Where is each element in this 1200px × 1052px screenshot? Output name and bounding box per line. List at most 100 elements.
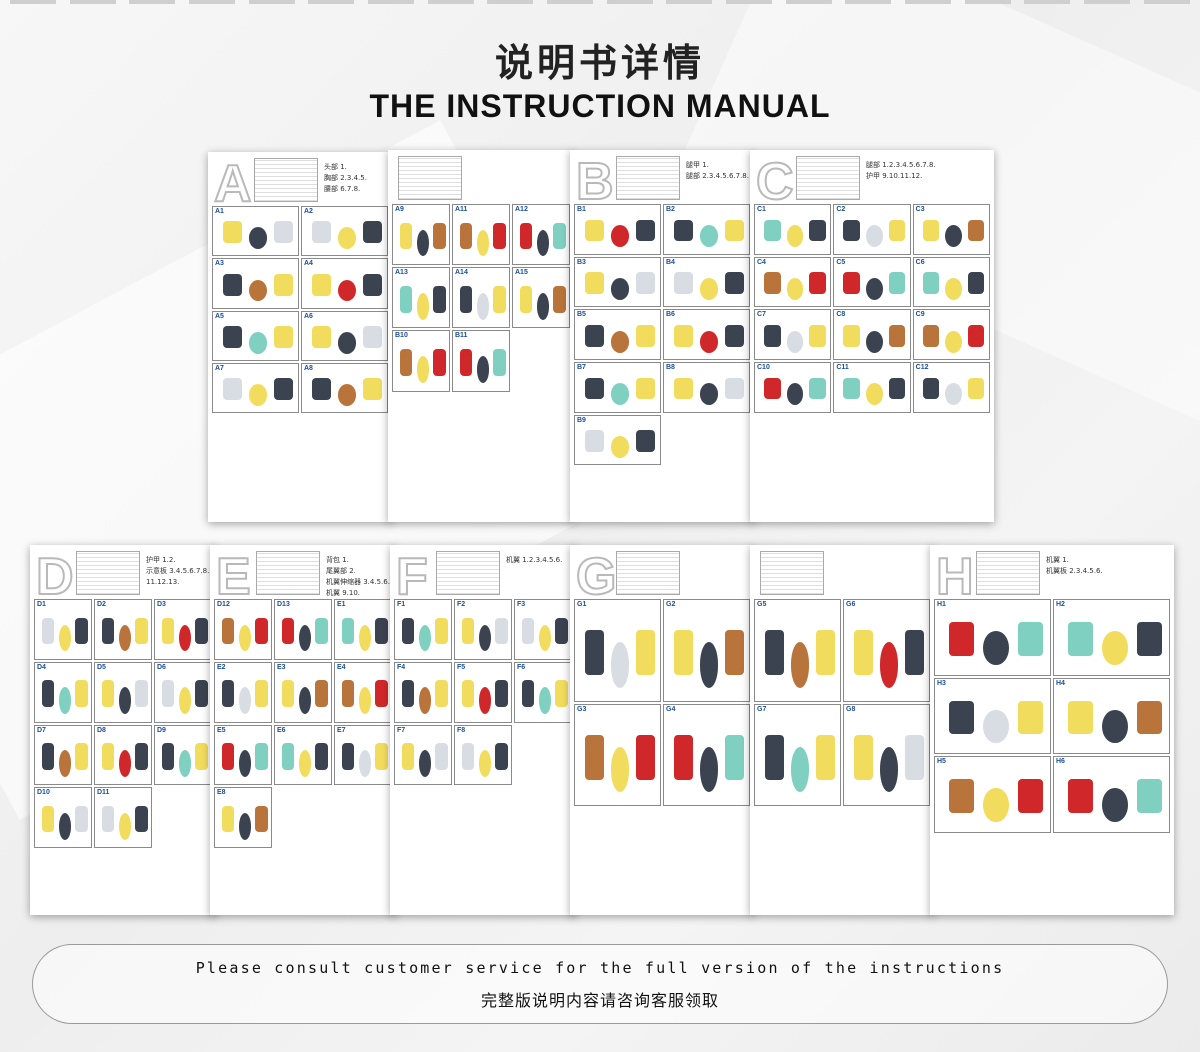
step-label: F7 (397, 726, 406, 734)
section-contents-line: 护甲 9.10.11.12. (866, 172, 923, 180)
model-part-illustration (135, 680, 148, 707)
model-part-illustration (416, 293, 429, 320)
model-part-illustration (58, 624, 71, 652)
model-part-illustration (435, 743, 448, 770)
model-part-illustration (58, 687, 71, 714)
model-part-illustration (922, 324, 940, 347)
page-title-en: THE INSTRUCTION MANUAL (369, 88, 831, 124)
model-part-illustration (375, 617, 388, 645)
model-part-illustration (888, 324, 906, 347)
model-part-illustration (905, 630, 924, 676)
step-label: C9 (915, 311, 925, 319)
step-label: A5 (215, 312, 224, 320)
model-part-illustration (41, 806, 55, 833)
step-label: A14 (455, 269, 468, 277)
model-part-illustration (1017, 622, 1044, 656)
step-label: E5 (217, 726, 226, 734)
assembly-step: D8 (94, 724, 152, 786)
model-part-illustration (478, 687, 491, 714)
step-label: F2 (457, 601, 466, 608)
step-label: A7 (215, 364, 224, 372)
model-part-illustration (538, 687, 551, 714)
step-label: D2 (97, 601, 106, 608)
model-part-illustration (435, 617, 448, 645)
section-contents-line: 机翼板 2.3.4.5.6. (1046, 567, 1103, 575)
model-part-illustration (967, 377, 985, 400)
assembly-step: B7 (574, 362, 661, 413)
model-part-illustration (161, 680, 175, 707)
step-label: G3 (577, 705, 587, 713)
section-letter: E (215, 548, 252, 606)
assembly-step: A12 (512, 204, 570, 266)
page-title-cn: 说明书详情 (494, 41, 705, 85)
assembly-step: C6 (912, 256, 990, 308)
model-part-illustration (905, 734, 924, 781)
model-part-illustration (223, 378, 242, 401)
section-contents-line: 头部 1. (324, 163, 347, 171)
model-part-illustration (699, 642, 719, 688)
section-contents-line: 示意板 3.4.5.6.7.8. (146, 567, 210, 575)
step-label: D13 (277, 601, 290, 608)
step-label: B2 (666, 206, 675, 213)
parts-sheet-thumbnail (254, 158, 318, 202)
model-part-illustration (983, 788, 1009, 822)
assembly-step: G4 (663, 703, 750, 807)
model-part-illustration (699, 330, 719, 353)
step-label: B9 (577, 416, 586, 424)
model-part-illustration (636, 630, 655, 676)
assembly-step: E5 (214, 724, 272, 786)
model-part-illustration (674, 630, 693, 676)
step-label: C5 (836, 258, 846, 266)
model-part-illustration (337, 279, 357, 302)
parts-sheet-thumbnail (796, 156, 860, 200)
model-part-illustration (765, 630, 784, 676)
step-label: C12 (915, 364, 929, 371)
model-part-illustration (786, 330, 804, 353)
model-part-illustration (636, 734, 655, 781)
assembly-step: B6 (663, 309, 750, 360)
model-part-illustration (610, 225, 630, 248)
model-part-illustration (298, 750, 311, 777)
assembly-step: C1 (754, 204, 832, 255)
model-part-illustration (178, 750, 191, 777)
step-label: D8 (97, 726, 106, 734)
model-part-illustration (221, 806, 235, 833)
model-part-illustration (135, 806, 148, 833)
step-label: H6 (1056, 758, 1065, 765)
step-label: C4 (757, 258, 766, 266)
assembly-step: B10 (392, 330, 450, 392)
model-part-illustration (674, 272, 693, 295)
model-part-illustration (223, 326, 242, 348)
step-label: F3 (517, 601, 526, 608)
model-part-illustration (1136, 622, 1163, 656)
section-contents-list: 腿部 1.2.3.4.5.6.7.8.护甲 9.10.11.12. (866, 160, 936, 182)
assembly-step: D11 (94, 787, 152, 849)
model-part-illustration (41, 680, 55, 707)
model-part-illustration (536, 293, 549, 320)
model-part-illustration (699, 746, 719, 793)
model-part-illustration (865, 383, 883, 406)
model-part-illustration (816, 630, 835, 676)
assembly-step: F3 (514, 599, 572, 660)
model-part-illustration (843, 219, 860, 242)
step-label: D1 (37, 601, 46, 608)
model-part-illustration (699, 383, 719, 406)
model-part-illustration (764, 377, 781, 400)
step-label: E6 (277, 726, 286, 734)
model-part-illustration (922, 219, 940, 242)
step-label: A4 (304, 260, 313, 268)
model-part-illustration (1102, 709, 1128, 744)
step-label: F4 (397, 663, 406, 671)
model-part-illustration (967, 324, 985, 347)
model-part-illustration (461, 680, 475, 707)
step-label: D10 (37, 789, 50, 797)
model-part-illustration (948, 779, 975, 813)
step-label: H2 (1056, 601, 1065, 608)
model-part-illustration (636, 324, 655, 347)
model-part-illustration (101, 743, 115, 770)
model-part-illustration (416, 229, 429, 257)
